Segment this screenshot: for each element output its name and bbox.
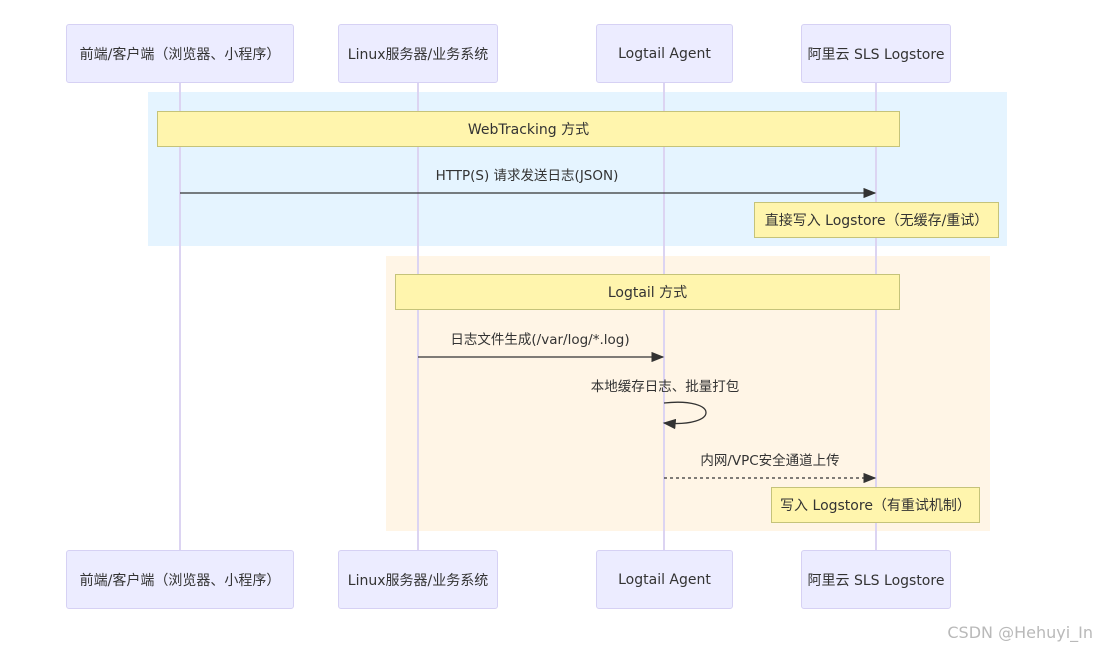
arrow-self-cache	[662, 401, 707, 430]
participant-frontend-top: 前端/客户端（浏览器、小程序）	[66, 24, 294, 83]
participant-sls-logstore-top: 阿里云 SLS Logstore	[801, 24, 951, 83]
note-retry-write: 写入 Logstore（有重试机制）	[771, 487, 980, 523]
participant-linux-server-bottom: Linux服务器/业务系统	[338, 550, 498, 609]
logtail-group-title: Logtail 方式	[395, 274, 900, 310]
lifeline-frontend	[179, 83, 181, 550]
participant-logtail-agent-top: Logtail Agent	[596, 24, 733, 83]
message-label-vpc-upload: 内网/VPC安全通道上传	[700, 453, 840, 469]
message-label-http-send: HTTP(S) 请求发送日志(JSON)	[435, 168, 619, 184]
lifeline-logtail-agent	[663, 83, 665, 550]
participant-frontend-bottom: 前端/客户端（浏览器、小程序）	[66, 550, 294, 609]
message-label-local-cache: 本地缓存日志、批量打包	[590, 379, 740, 395]
webtracking-group-title: WebTracking 方式	[157, 111, 900, 147]
participant-logtail-agent-bottom: Logtail Agent	[596, 550, 733, 609]
lifeline-linux-server	[417, 83, 419, 550]
participant-sls-logstore-bottom: 阿里云 SLS Logstore	[801, 550, 951, 609]
message-label-log-file: 日志文件生成(/var/log/*.log)	[450, 332, 630, 348]
lifeline-sls-logstore	[875, 83, 877, 550]
participant-linux-server-top: Linux服务器/业务系统	[338, 24, 498, 83]
watermark: CSDN @Hehuyi_In	[947, 623, 1093, 642]
note-direct-write: 直接写入 Logstore（无缓存/重试）	[754, 202, 999, 238]
